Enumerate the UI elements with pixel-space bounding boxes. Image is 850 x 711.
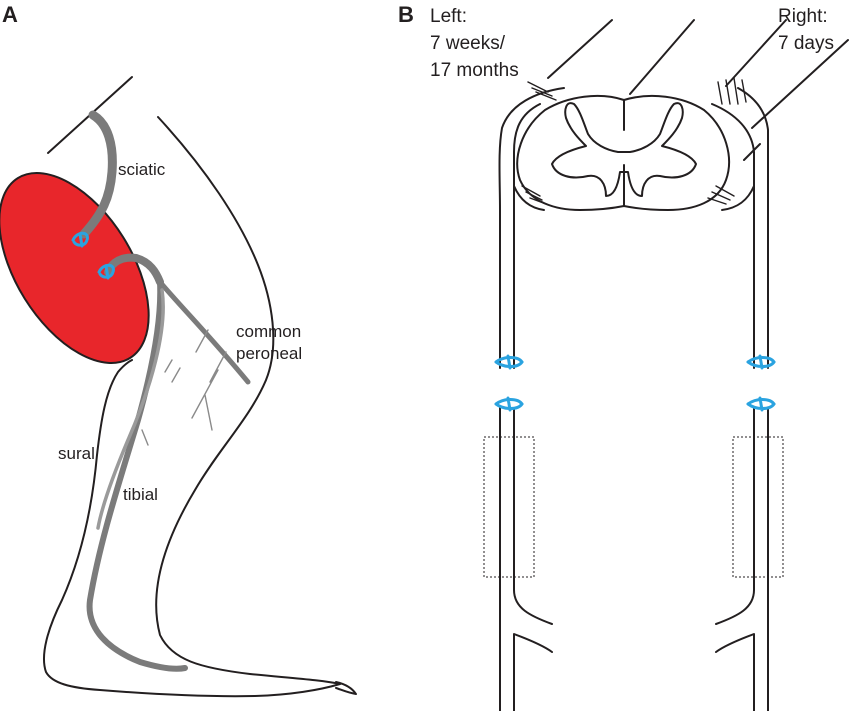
ligature-distal <box>97 263 115 280</box>
label-sciatic: sciatic <box>118 160 166 179</box>
sciatic-distal-nerve <box>104 253 164 286</box>
left-header-line1: Left: <box>430 6 467 27</box>
left-nerve-inner-edge <box>513 103 541 369</box>
sural-nerve <box>96 288 165 530</box>
ligature-sciatic <box>71 231 89 248</box>
tibial-branches <box>141 359 181 446</box>
right-header-line2: 7 days <box>778 33 834 54</box>
left-header-line3: 17 months <box>430 60 519 81</box>
left-branch-lower <box>513 633 553 711</box>
label-common: common <box>236 322 301 341</box>
panel-a: A sciatic common peroneal sural tibial <box>0 2 357 698</box>
left-nerve-outer-edge <box>498 87 565 369</box>
right-nerve-outer-edge <box>737 87 769 369</box>
leg-outline-shin <box>42 359 341 698</box>
retracted-muscle <box>0 171 150 365</box>
label-sural: sural <box>58 444 95 463</box>
spinal-cord-edges <box>547 19 849 161</box>
ligature-left-distal <box>494 396 524 412</box>
left-root-rootlets <box>521 81 557 205</box>
peroneal-branches <box>191 329 227 431</box>
left-header-line2: 7 weeks/ <box>430 33 506 54</box>
right-nerve-distal-inner <box>715 407 755 625</box>
ligature-left-proximal <box>494 354 524 370</box>
right-sample-box <box>732 436 784 578</box>
panel-b: B Left: 7 weeks/ 17 months Right: 7 days <box>398 2 849 711</box>
right-header-line1: Right: <box>778 6 828 27</box>
left-nerve-distal-inner <box>513 407 553 625</box>
left-sample-box <box>483 436 535 578</box>
sciatic-nerve <box>79 110 117 239</box>
right-dorsal-root <box>721 185 755 211</box>
leg-outline-thigh <box>155 116 341 685</box>
ligature-right-proximal <box>746 354 776 370</box>
label-tibial: tibial <box>123 485 158 504</box>
tibial-nerve <box>86 279 188 672</box>
left-dorsal-root <box>513 185 545 211</box>
ligature-right-distal <box>746 396 776 412</box>
common-peroneal-nerve <box>157 279 251 385</box>
right-branch-lower <box>715 633 755 711</box>
panel-a-letter: A <box>2 2 18 27</box>
right-nerve-inner-edge <box>711 103 755 369</box>
grey-matter <box>551 102 697 197</box>
right-root-rootlets <box>707 77 747 205</box>
label-peroneal: peroneal <box>236 344 302 363</box>
panel-b-letter: B <box>398 2 414 27</box>
toe-claw <box>335 681 357 695</box>
